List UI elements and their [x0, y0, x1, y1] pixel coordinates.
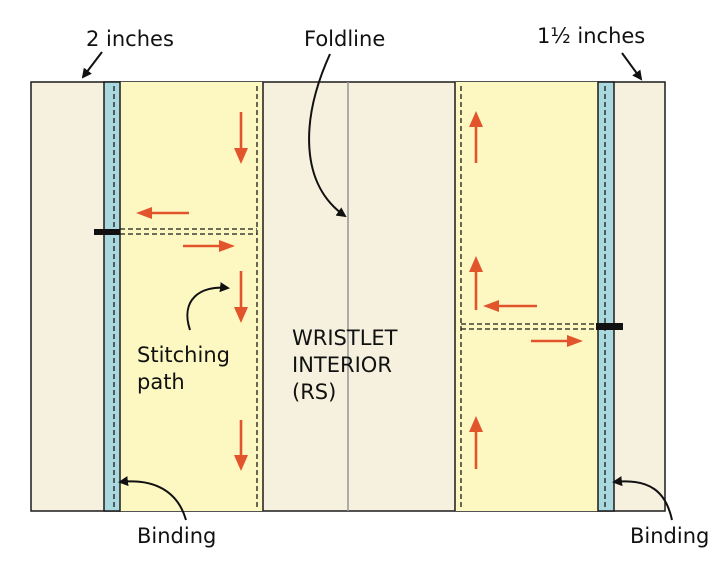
label-binding-left: Binding: [137, 524, 216, 548]
label-foldline: Foldline: [304, 27, 385, 51]
label-stitching: Stitching: [137, 343, 230, 367]
tack-mark-right: [596, 323, 623, 330]
pointer-1-5-inches: [621, 52, 643, 81]
pointer-stitching-path: [186, 282, 230, 331]
pointer-binding-left: [118, 476, 187, 521]
stitch-lines: [113, 86, 606, 508]
tack-mark-left: [94, 229, 120, 235]
pointer-arrows: [81, 51, 673, 521]
pointer-foldline: [308, 53, 347, 218]
binding-strip-right: [597, 81, 615, 512]
label-wristlet: WRISTLET: [292, 326, 398, 350]
stitch-zone-right: [455, 82, 598, 511]
label-rs: (RS): [292, 380, 336, 404]
label-path: path: [137, 370, 185, 394]
label-1-5-inches: 1½ inches: [537, 24, 645, 48]
binding-strip-left: [103, 81, 121, 512]
label-2-inches: 2 inches: [86, 27, 174, 51]
label-interior: INTERIOR: [292, 353, 392, 377]
stitch-direction-arrows: [136, 111, 583, 471]
pointer-2-inches: [81, 51, 103, 79]
pointer-binding-right: [612, 476, 673, 521]
label-binding-right: Binding: [630, 524, 709, 548]
